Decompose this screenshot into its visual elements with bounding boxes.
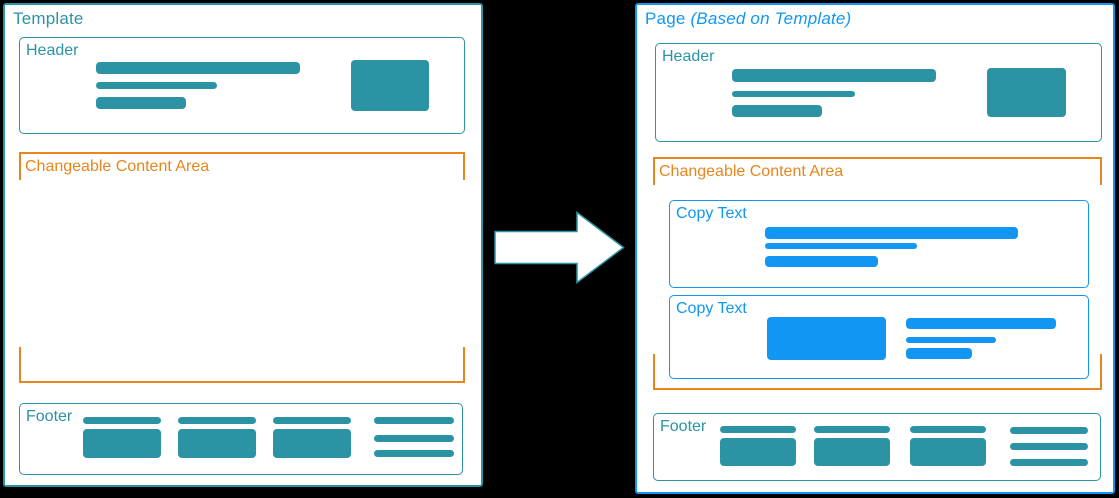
placeholder-text-bar	[96, 62, 300, 74]
placeholder-line	[1010, 427, 1088, 434]
placeholder-image-block	[351, 60, 429, 111]
border-stub	[1100, 159, 1102, 185]
template-panel-title: Template	[13, 9, 84, 28]
template-header-box: Header	[19, 37, 465, 134]
template-footer-box: Footer	[19, 403, 463, 475]
copy-text-block: Copy Text	[669, 295, 1089, 379]
placeholder-text-bar	[720, 426, 796, 433]
template-header-label: Header	[26, 42, 79, 59]
placeholder-text-bar	[906, 337, 996, 343]
placeholder-block	[178, 429, 256, 458]
placeholder-text-bar	[765, 256, 878, 267]
border-stub	[19, 154, 21, 180]
placeholder-block	[720, 438, 796, 466]
placeholder-line	[374, 450, 454, 457]
placeholder-line	[374, 417, 454, 424]
placeholder-text-bar	[732, 91, 855, 97]
placeholder-text-bar	[906, 318, 1056, 329]
page-content-area-label: Changeable Content Area	[659, 163, 844, 180]
placeholder-line	[1010, 443, 1088, 450]
placeholder-block	[814, 438, 890, 466]
placeholder-line	[1010, 459, 1088, 466]
border-stub	[463, 154, 465, 180]
border-stub	[19, 347, 21, 381]
placeholder-text-bar	[910, 426, 986, 433]
page-title-prefix: Page	[645, 9, 691, 28]
placeholder-line	[374, 435, 454, 442]
border-stub	[1100, 354, 1102, 388]
placeholder-text-bar	[765, 243, 917, 249]
border-stub	[653, 159, 655, 185]
placeholder-image-block	[987, 68, 1066, 117]
copy-text-label: Copy Text	[676, 300, 747, 317]
placeholder-block	[910, 438, 986, 466]
page-title-italic: (Based on Template)	[690, 9, 852, 28]
template-content-area: Changeable Content Area	[19, 152, 465, 383]
placeholder-text-bar	[732, 105, 822, 117]
page-panel-title: Page (Based on Template)	[645, 9, 851, 29]
template-content-area-label: Changeable Content Area	[25, 158, 210, 175]
placeholder-image-block	[767, 317, 886, 360]
placeholder-block	[273, 429, 351, 458]
page-content-area: Changeable Content Area Copy Text Copy T…	[653, 157, 1102, 390]
placeholder-text-bar	[96, 97, 186, 109]
page-header-box: Header	[655, 43, 1102, 142]
placeholder-text-bar	[814, 426, 890, 433]
copy-text-block: Copy Text	[669, 200, 1089, 288]
placeholder-text-bar	[96, 82, 217, 89]
placeholder-text-bar	[178, 417, 256, 424]
placeholder-text-bar	[906, 348, 972, 359]
placeholder-block	[83, 429, 161, 458]
border-stub	[463, 347, 465, 381]
page-panel: Page (Based on Template) Header Changeab…	[635, 3, 1115, 494]
placeholder-text-bar	[732, 69, 936, 82]
template-panel: Template Header Changeable Content Area …	[3, 3, 483, 487]
right-arrow-icon	[494, 211, 625, 284]
border-stub	[653, 354, 655, 388]
page-header-label: Header	[662, 48, 715, 65]
page-footer-box: Footer	[653, 413, 1101, 481]
placeholder-text-bar	[765, 227, 1018, 239]
page-footer-label: Footer	[660, 418, 707, 435]
placeholder-text-bar	[83, 417, 161, 424]
template-footer-label: Footer	[26, 408, 73, 425]
copy-text-label: Copy Text	[676, 205, 747, 222]
placeholder-text-bar	[273, 417, 351, 424]
